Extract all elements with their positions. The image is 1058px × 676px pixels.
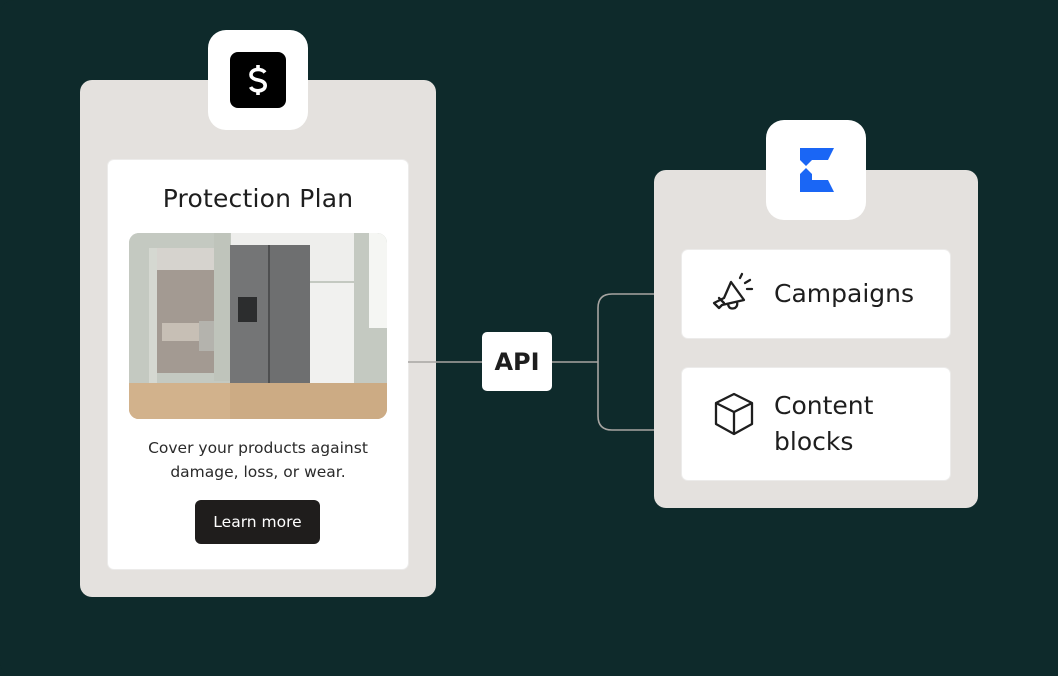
protection-plan-card: Protection Plan bbox=[108, 160, 408, 569]
content-blocks-label-line-1: Content bbox=[774, 391, 874, 420]
product-image bbox=[129, 233, 387, 419]
destination-app-logo bbox=[766, 120, 866, 220]
campaigns-card[interactable]: Campaigns bbox=[682, 250, 950, 338]
content-blocks-card[interactable]: Content blocks bbox=[682, 368, 950, 480]
description-line-1: Cover your products against bbox=[148, 439, 368, 457]
source-app-logo bbox=[208, 30, 308, 130]
api-label-box: API bbox=[482, 332, 552, 391]
card-description: Cover your products against damage, loss… bbox=[128, 436, 388, 484]
dollar-s-icon bbox=[230, 52, 286, 108]
cube-icon bbox=[714, 392, 754, 436]
e-brand-icon bbox=[800, 148, 834, 192]
content-blocks-label: Content blocks bbox=[774, 388, 873, 460]
megaphone-icon bbox=[712, 272, 754, 310]
description-line-2: damage, loss, or wear. bbox=[170, 463, 346, 481]
card-title: Protection Plan bbox=[162, 184, 354, 213]
campaigns-label: Campaigns bbox=[774, 279, 915, 308]
content-blocks-label-line-2: blocks bbox=[774, 427, 854, 456]
learn-more-button[interactable]: Learn more bbox=[195, 500, 320, 544]
